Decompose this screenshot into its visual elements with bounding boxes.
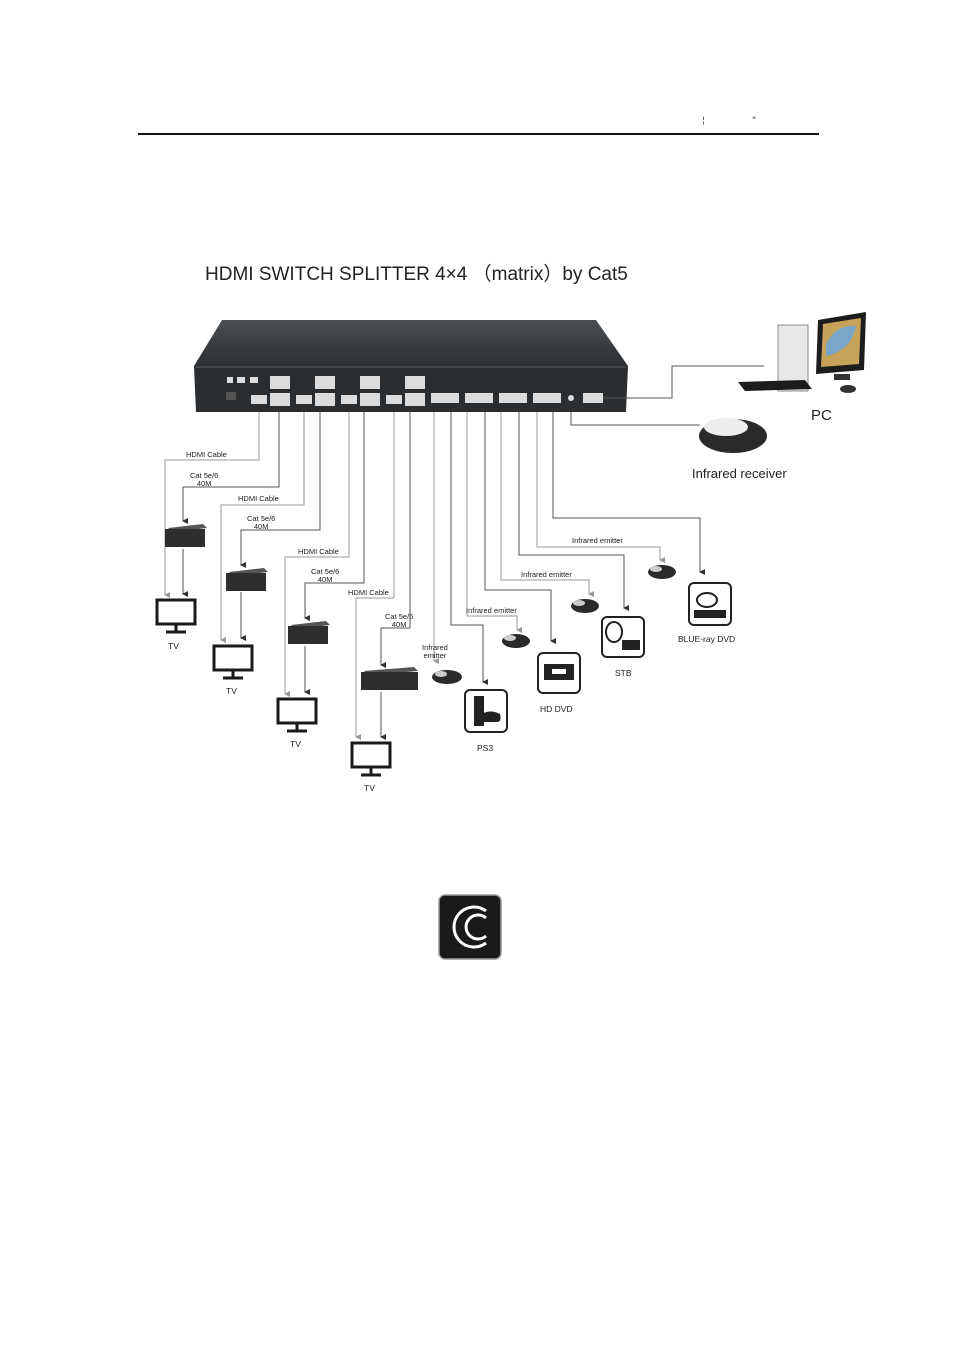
ps3-label: PS3 bbox=[477, 743, 493, 753]
extender-receivers bbox=[165, 524, 418, 690]
blue-ray-dvd-icon bbox=[689, 583, 731, 625]
tv-label-1: TV bbox=[168, 641, 179, 651]
blue-ray-dvd-label: BLUE-ray DVD bbox=[678, 634, 735, 644]
stb-label: STB bbox=[615, 668, 632, 678]
c-logo-icon bbox=[438, 894, 502, 960]
ps3-icon bbox=[465, 690, 507, 732]
hdmi-cable-label-1: HDMI Cable bbox=[186, 451, 227, 459]
hd-dvd-icon bbox=[538, 653, 580, 693]
hd-dvd-label: HD DVD bbox=[540, 704, 573, 714]
pc-icon bbox=[738, 312, 866, 393]
hdmi-cable-label-2: HDMI Cable bbox=[238, 495, 279, 503]
tv-label-3: TV bbox=[290, 739, 301, 749]
tv-icons bbox=[157, 600, 390, 775]
pc-label: PC bbox=[811, 407, 832, 424]
matrix-switch-unit bbox=[194, 320, 628, 412]
tv-label-2: TV bbox=[226, 686, 237, 696]
tv-label-4: TV bbox=[364, 783, 375, 793]
stb-icon bbox=[602, 617, 644, 657]
ir-emitter-label-3: Infrared emitter bbox=[521, 571, 572, 579]
hdmi-cable-label-4: HDMI Cable bbox=[348, 589, 389, 597]
infrared-receiver-label: Infrared receiver bbox=[692, 466, 787, 481]
ir-emitter-label-2: Infrared emitter bbox=[466, 607, 517, 615]
hdmi-cable-label-3: HDMI Cable bbox=[298, 548, 339, 556]
infrared-receiver-icon bbox=[699, 418, 767, 453]
ir-emitter-label-4: Infrared emitter bbox=[572, 537, 623, 545]
